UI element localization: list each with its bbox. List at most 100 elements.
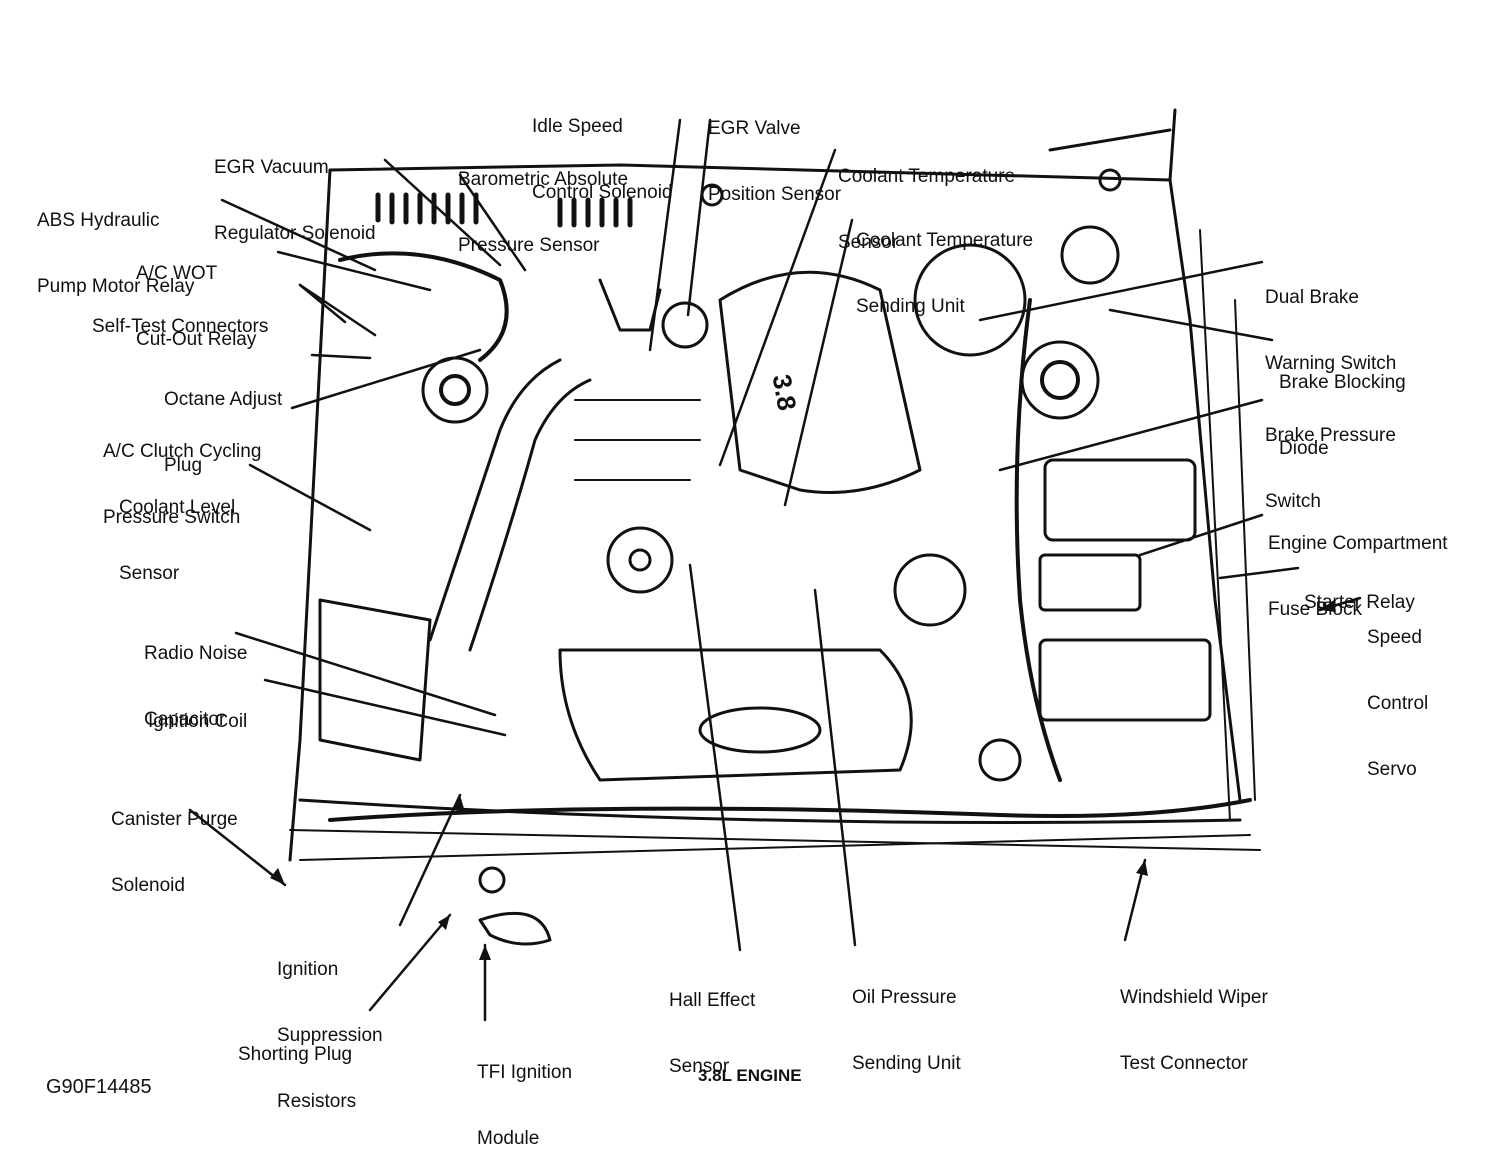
label-line: A/C WOT (136, 263, 218, 284)
wiring-harness-right (1014, 298, 1062, 782)
label-line: Idle Speed (532, 116, 623, 137)
diagram-caption: 3.8L ENGINE (698, 1066, 802, 1085)
leader-ac-clutch (290, 348, 482, 410)
label-ignition-suppression-resistors: Ignition Suppression Resistors (277, 915, 383, 1135)
label-line: EGR Vacuum (214, 157, 329, 178)
label-line: Octane Adjust (164, 389, 283, 410)
label-coolant-level-sensor: Coolant Level Sensor (119, 453, 235, 607)
label-line: Brake Pressure (1265, 425, 1396, 446)
label-tfi-ignition-module: TFI Ignition Module (477, 1018, 572, 1172)
coolant-reservoir (318, 598, 432, 762)
label-line: Pressure Switch (103, 507, 241, 528)
leader-radio-noise (234, 631, 497, 717)
label-line: Module (477, 1128, 540, 1149)
fender-right-outline (1168, 178, 1242, 802)
engine-badge-text: 3.8 (767, 372, 803, 413)
label-ac-wot-cut-out-relay: A/C WOT Cut-Out Relay (136, 219, 256, 373)
leader-octane (310, 353, 372, 360)
radiator-support (298, 798, 1242, 824)
label-line: EGR Valve (708, 118, 801, 139)
label-line: Warning Switch (1265, 353, 1397, 374)
label-line: Ignition Coil (148, 711, 248, 732)
arrow-tfi (479, 945, 491, 960)
label-line: ABS Hydraulic (37, 210, 160, 231)
label-line: Coolant Temperature (856, 230, 1034, 251)
oil-pan (558, 648, 913, 782)
label-starter-relay: Starter Relay (1304, 548, 1415, 636)
label-line: Sensor (838, 232, 899, 253)
label-windshield-wiper-test-connector: Windshield Wiper Test Connector (1120, 943, 1268, 1097)
label-line: Self-Test Connectors (92, 316, 269, 337)
leader-egr-vacuum (383, 158, 502, 267)
label-coolant-temperature-sensor: Coolant Temperature Sensor (838, 122, 1015, 276)
label-line: Control (1367, 693, 1429, 714)
fender-left-outline (288, 168, 332, 862)
distributor-cap (606, 526, 674, 594)
arrow-speed-control (1320, 600, 1336, 612)
label-egr-vacuum-regulator-solenoid: EGR Vacuum Regulator Solenoid (214, 113, 376, 267)
leader-ignition-coil (263, 678, 507, 737)
fluid-reservoir (1060, 225, 1120, 285)
leader-abs (220, 198, 377, 272)
figure-id: G90F14485 (46, 1076, 152, 1098)
label-idle-speed-control-solenoid: Idle Speed Control Solenoid (532, 72, 672, 226)
leader-oil-pressure (813, 588, 857, 947)
label-line: Solenoid (111, 875, 185, 896)
arrow-shorting-plug (438, 915, 450, 930)
wiring-harness-front (328, 798, 1252, 822)
leader-dual-brake (978, 260, 1264, 322)
label-line: Sending Unit (852, 1053, 961, 1074)
arrow-ignition-supp (452, 795, 465, 812)
strut-tower-left (421, 356, 489, 424)
label-line: Oil Pressure (852, 987, 957, 1008)
wiring-harness-left (338, 251, 509, 362)
label-octane-adjust-plug: Octane Adjust Plug (164, 345, 282, 499)
leader-barometric (458, 173, 527, 272)
label-line: Starter Relay (1304, 592, 1415, 613)
label-line: Regulator Solenoid (214, 223, 376, 244)
label-line: Servo (1367, 759, 1417, 780)
label-engine-compartment-fuse-block: Engine Compartment Fuse Block (1268, 489, 1448, 643)
label-line: Diode (1279, 438, 1329, 459)
label-line: Radio Noise (144, 643, 248, 664)
label-dual-brake-warning-switch: Dual Brake Warning Switch (1265, 243, 1396, 397)
label-self-test-connectors: Self-Test Connectors (92, 272, 268, 360)
label-line: Pump Motor Relay (37, 276, 195, 297)
label-line: Windshield Wiper (1120, 987, 1268, 1008)
label-canister-purge-solenoid: Canister Purge Solenoid (111, 765, 238, 919)
label-line: Control Solenoid (532, 182, 673, 203)
label-line: Ignition (277, 959, 339, 980)
label-line: Suppression (277, 1025, 383, 1046)
label-line: Coolant Level (119, 497, 236, 518)
leader-self-test-b (298, 283, 377, 337)
battery-tray (1038, 638, 1212, 722)
label-line: Dual Brake (1265, 287, 1359, 308)
leader-egr-valve (686, 118, 712, 317)
label-coolant-temperature-sending-unit: Coolant Temperature Sending Unit (856, 186, 1033, 340)
label-line: Resistors (277, 1091, 357, 1112)
leader-coolant-level (248, 463, 372, 532)
label-line: Hall Effect (669, 990, 756, 1011)
intake-plenum (718, 270, 922, 494)
label-hall-effect-sensor: Hall Effect Sensor (669, 946, 755, 1100)
brake-booster (913, 243, 1027, 357)
label-line: Pressure Sensor (458, 235, 600, 256)
alternator (893, 553, 967, 627)
label-radio-noise-capacitor: Radio Noise Capacitor (144, 599, 248, 753)
label-shorting-plug: Shorting Plug (238, 1000, 352, 1088)
fuse-block-box (1043, 458, 1197, 542)
cowl-line (1048, 128, 1172, 152)
label-line: Fuse Block (1268, 599, 1362, 620)
arrow-canister (270, 868, 285, 885)
label-line: Plug (164, 455, 203, 476)
label-line: Speed (1367, 627, 1422, 648)
strut-tower-right (1020, 340, 1100, 420)
label-line: Position Sensor (708, 184, 842, 205)
leader-starter-relay (1218, 566, 1300, 580)
leader-hall-effect (688, 563, 742, 952)
label-line: Cut-Out Relay (136, 329, 257, 350)
label-line: Sending Unit (856, 296, 965, 317)
label-brake-blocking-diode: Brake Blocking Diode (1279, 328, 1406, 482)
label-line: Test Connector (1120, 1053, 1248, 1074)
